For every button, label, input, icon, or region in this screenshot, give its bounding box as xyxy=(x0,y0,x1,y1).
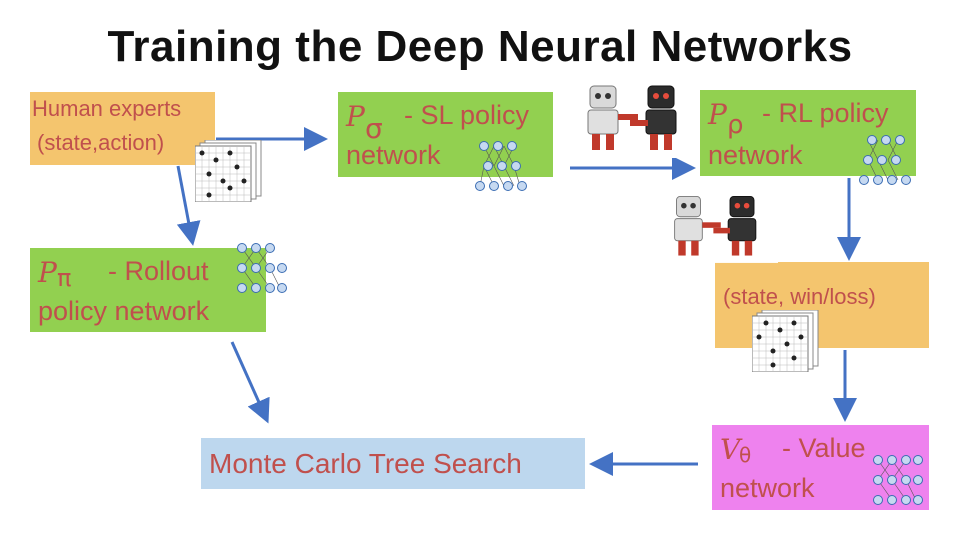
rl-policy-symbol: P xyxy=(708,98,727,131)
human-experts-label: Human experts xyxy=(32,96,182,121)
value-label: - Value xyxy=(782,433,866,463)
human-experts-box: Human experts (state,action) xyxy=(30,92,215,165)
rollout-policy-symbol: P xyxy=(38,256,57,289)
arrow-human-to-rollout xyxy=(176,165,201,246)
arrow-rollout-to-mcts xyxy=(230,341,270,424)
rollout-policy-subscript: π xyxy=(57,264,72,292)
mcts-label: Monte Carlo Tree Search xyxy=(209,448,522,479)
rollout-policy-box: P π - Rollout policy network xyxy=(30,248,266,332)
rl-policy-label: - RL policy xyxy=(762,98,889,128)
neural-net-icon xyxy=(873,455,923,505)
value-network-label: network xyxy=(720,473,815,503)
sl-policy-label: - SL policy xyxy=(404,100,530,130)
neural-net-icon xyxy=(475,141,527,191)
slide-title: Training the Deep Neural Networks xyxy=(107,22,853,71)
rl-policy-subscript: ρ xyxy=(727,110,744,140)
state-winloss-box: (state, win/loss) xyxy=(715,262,929,348)
state-action-label: (state,action) xyxy=(37,130,165,155)
sl-policy-subscript: σ xyxy=(365,112,383,145)
sl-policy-box: P σ - SL policy network xyxy=(338,92,553,177)
value-network-symbol: V xyxy=(720,433,741,466)
rollout-network-label: policy network xyxy=(38,296,210,326)
go-board-icon xyxy=(195,140,262,202)
sl-network-label: network xyxy=(346,140,441,170)
go-board-icon xyxy=(752,310,819,372)
mcts-box: Monte Carlo Tree Search xyxy=(201,438,585,489)
value-network-subscript: θ xyxy=(739,443,752,467)
rollout-label: - Rollout xyxy=(108,256,209,286)
robot-pair-icon xyxy=(658,189,778,263)
rl-network-label: network xyxy=(708,140,803,170)
sl-policy-symbol: P xyxy=(346,100,365,133)
state-winloss-label: (state, win/loss) xyxy=(723,284,876,309)
robot-pair-icon xyxy=(570,78,700,158)
neural-net-icon xyxy=(237,243,287,293)
neural-net-icon xyxy=(859,135,911,185)
